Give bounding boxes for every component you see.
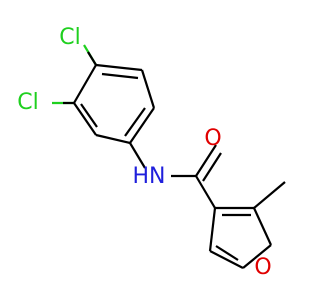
benzene-inner-3 [80,103,98,128]
furan-bond-4 [209,250,244,269]
furan-bond-2 [253,207,272,246]
benzene-bond-6 [73,64,97,104]
carbonyl-oxygen-label: O [204,126,221,151]
amide-nh-label: HN [133,164,166,189]
bond-carbonyl-c [195,144,217,177]
benzene-bond-4 [95,133,131,145]
chlorine-left-label: Cl [17,90,38,115]
benzene-bond-2 [140,69,156,109]
benzene-bond-5 [73,102,97,136]
furan-bond-5 [208,207,217,252]
benzene-bond-3 [129,107,155,144]
benzene-inner-1 [101,72,139,80]
furan-bond-3 [242,244,272,269]
methyl-bond [253,181,286,209]
bond-cl-top-ring [87,51,97,66]
bond-carbonyl-double [202,152,222,182]
furan-oxygen-label: O [254,255,271,280]
chemical-structure-diagram: Cl Cl HN O O [17,25,286,280]
bond-ring-n [129,142,146,169]
furan-inner-2 [215,245,239,261]
benzene-bond-1 [95,63,143,72]
benzene-inner-2 [124,107,146,137]
bond-amide-furan [195,175,216,209]
chlorine-top-label: Cl [59,25,80,50]
